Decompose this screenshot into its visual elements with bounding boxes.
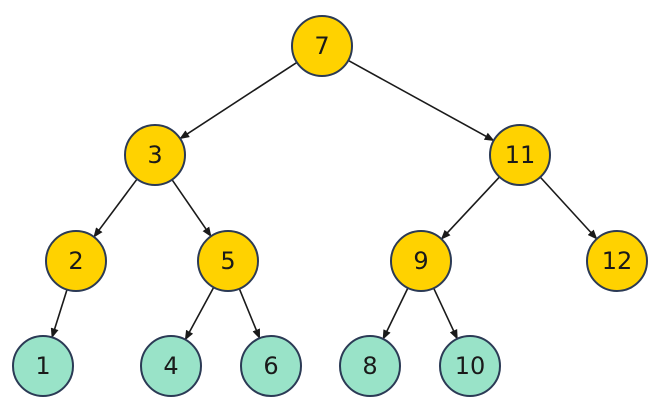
tree-node-7: 7 bbox=[291, 15, 353, 77]
edge-n5-n4 bbox=[184, 286, 215, 341]
tree-node-1: 1 bbox=[12, 335, 74, 397]
node-label: 7 bbox=[314, 32, 329, 60]
node-circle bbox=[45, 230, 107, 292]
node-label: 6 bbox=[263, 352, 278, 380]
edge-n3-n5 bbox=[171, 179, 212, 238]
node-circle bbox=[124, 124, 186, 186]
node-circle bbox=[586, 230, 648, 292]
node-circle bbox=[197, 230, 259, 292]
node-label: 3 bbox=[147, 141, 162, 169]
node-circle bbox=[390, 230, 452, 292]
node-label: 1 bbox=[35, 352, 50, 380]
node-label: 5 bbox=[220, 247, 235, 275]
node-circle bbox=[240, 335, 302, 397]
node-label: 9 bbox=[413, 247, 428, 275]
node-label: 10 bbox=[455, 352, 486, 380]
tree-node-10: 10 bbox=[439, 335, 501, 397]
tree-node-9: 9 bbox=[390, 230, 452, 292]
node-circle bbox=[339, 335, 401, 397]
node-circle bbox=[12, 335, 74, 397]
tree-node-6: 6 bbox=[240, 335, 302, 397]
edge-n11-n12 bbox=[539, 176, 598, 240]
edge-n7-n3 bbox=[179, 61, 298, 140]
node-label: 11 bbox=[505, 141, 536, 169]
tree-node-12: 12 bbox=[586, 230, 648, 292]
tree-node-8: 8 bbox=[339, 335, 401, 397]
nodes-layer: 7 3 11 2 5 9 12 1 4 6 8 10 bbox=[12, 15, 648, 397]
node-label: 4 bbox=[163, 352, 178, 380]
node-circle bbox=[140, 335, 202, 397]
edge-n9-n8 bbox=[382, 287, 409, 340]
edges-layer bbox=[50, 59, 598, 341]
tree-node-4: 4 bbox=[140, 335, 202, 397]
tree-node-3: 3 bbox=[124, 124, 186, 186]
tree-node-2: 2 bbox=[45, 230, 107, 292]
edge-n9-n10 bbox=[432, 287, 459, 340]
tree-node-5: 5 bbox=[197, 230, 259, 292]
node-circle bbox=[489, 124, 551, 186]
edge-n7-n11 bbox=[347, 59, 495, 142]
node-circle bbox=[439, 335, 501, 397]
node-circle bbox=[291, 15, 353, 77]
node-label: 8 bbox=[362, 352, 377, 380]
node-label: 12 bbox=[602, 247, 633, 275]
tree-node-11: 11 bbox=[489, 124, 551, 186]
edge-n3-n2 bbox=[93, 178, 138, 238]
edge-n11-n9 bbox=[440, 176, 501, 240]
edge-n2-n1 bbox=[50, 289, 68, 339]
node-label: 2 bbox=[68, 247, 83, 275]
edge-n5-n6 bbox=[238, 288, 261, 340]
